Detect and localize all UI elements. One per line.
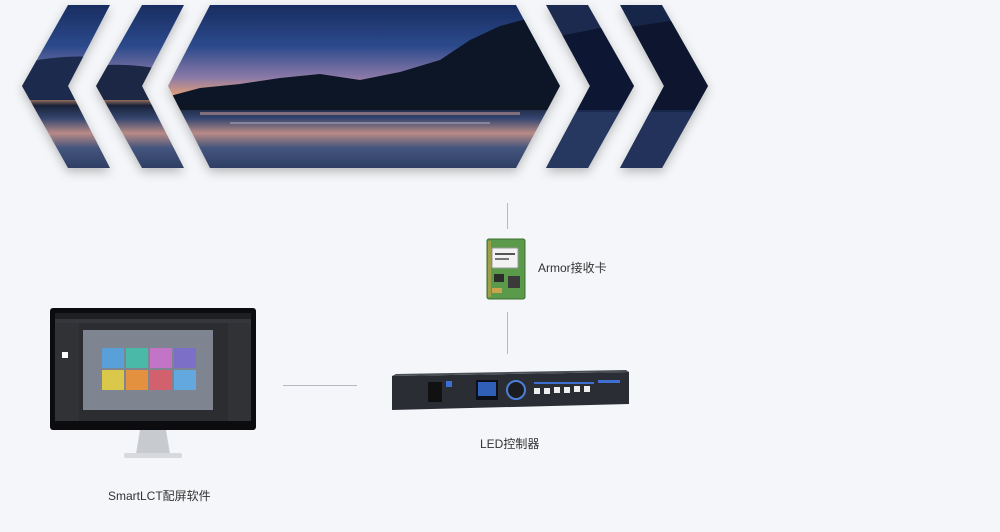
connector-card-to-controller (507, 312, 508, 354)
receiver-card-label: Armor接收卡 (538, 261, 607, 275)
circuit-board-icon (486, 238, 526, 300)
lake-landscape-banner (22, 5, 708, 168)
controller-label: LED控制器 (480, 437, 540, 451)
connector-monitor-to-controller (283, 385, 357, 386)
software-label: SmartLCT配屏软件 (108, 489, 211, 503)
monitor-with-software (50, 308, 256, 458)
connector-banner-to-card (507, 203, 508, 229)
monitor-icon (50, 308, 256, 458)
rack-controller-icon (392, 370, 629, 410)
led-controller (392, 370, 629, 410)
receiver-card (486, 238, 526, 300)
